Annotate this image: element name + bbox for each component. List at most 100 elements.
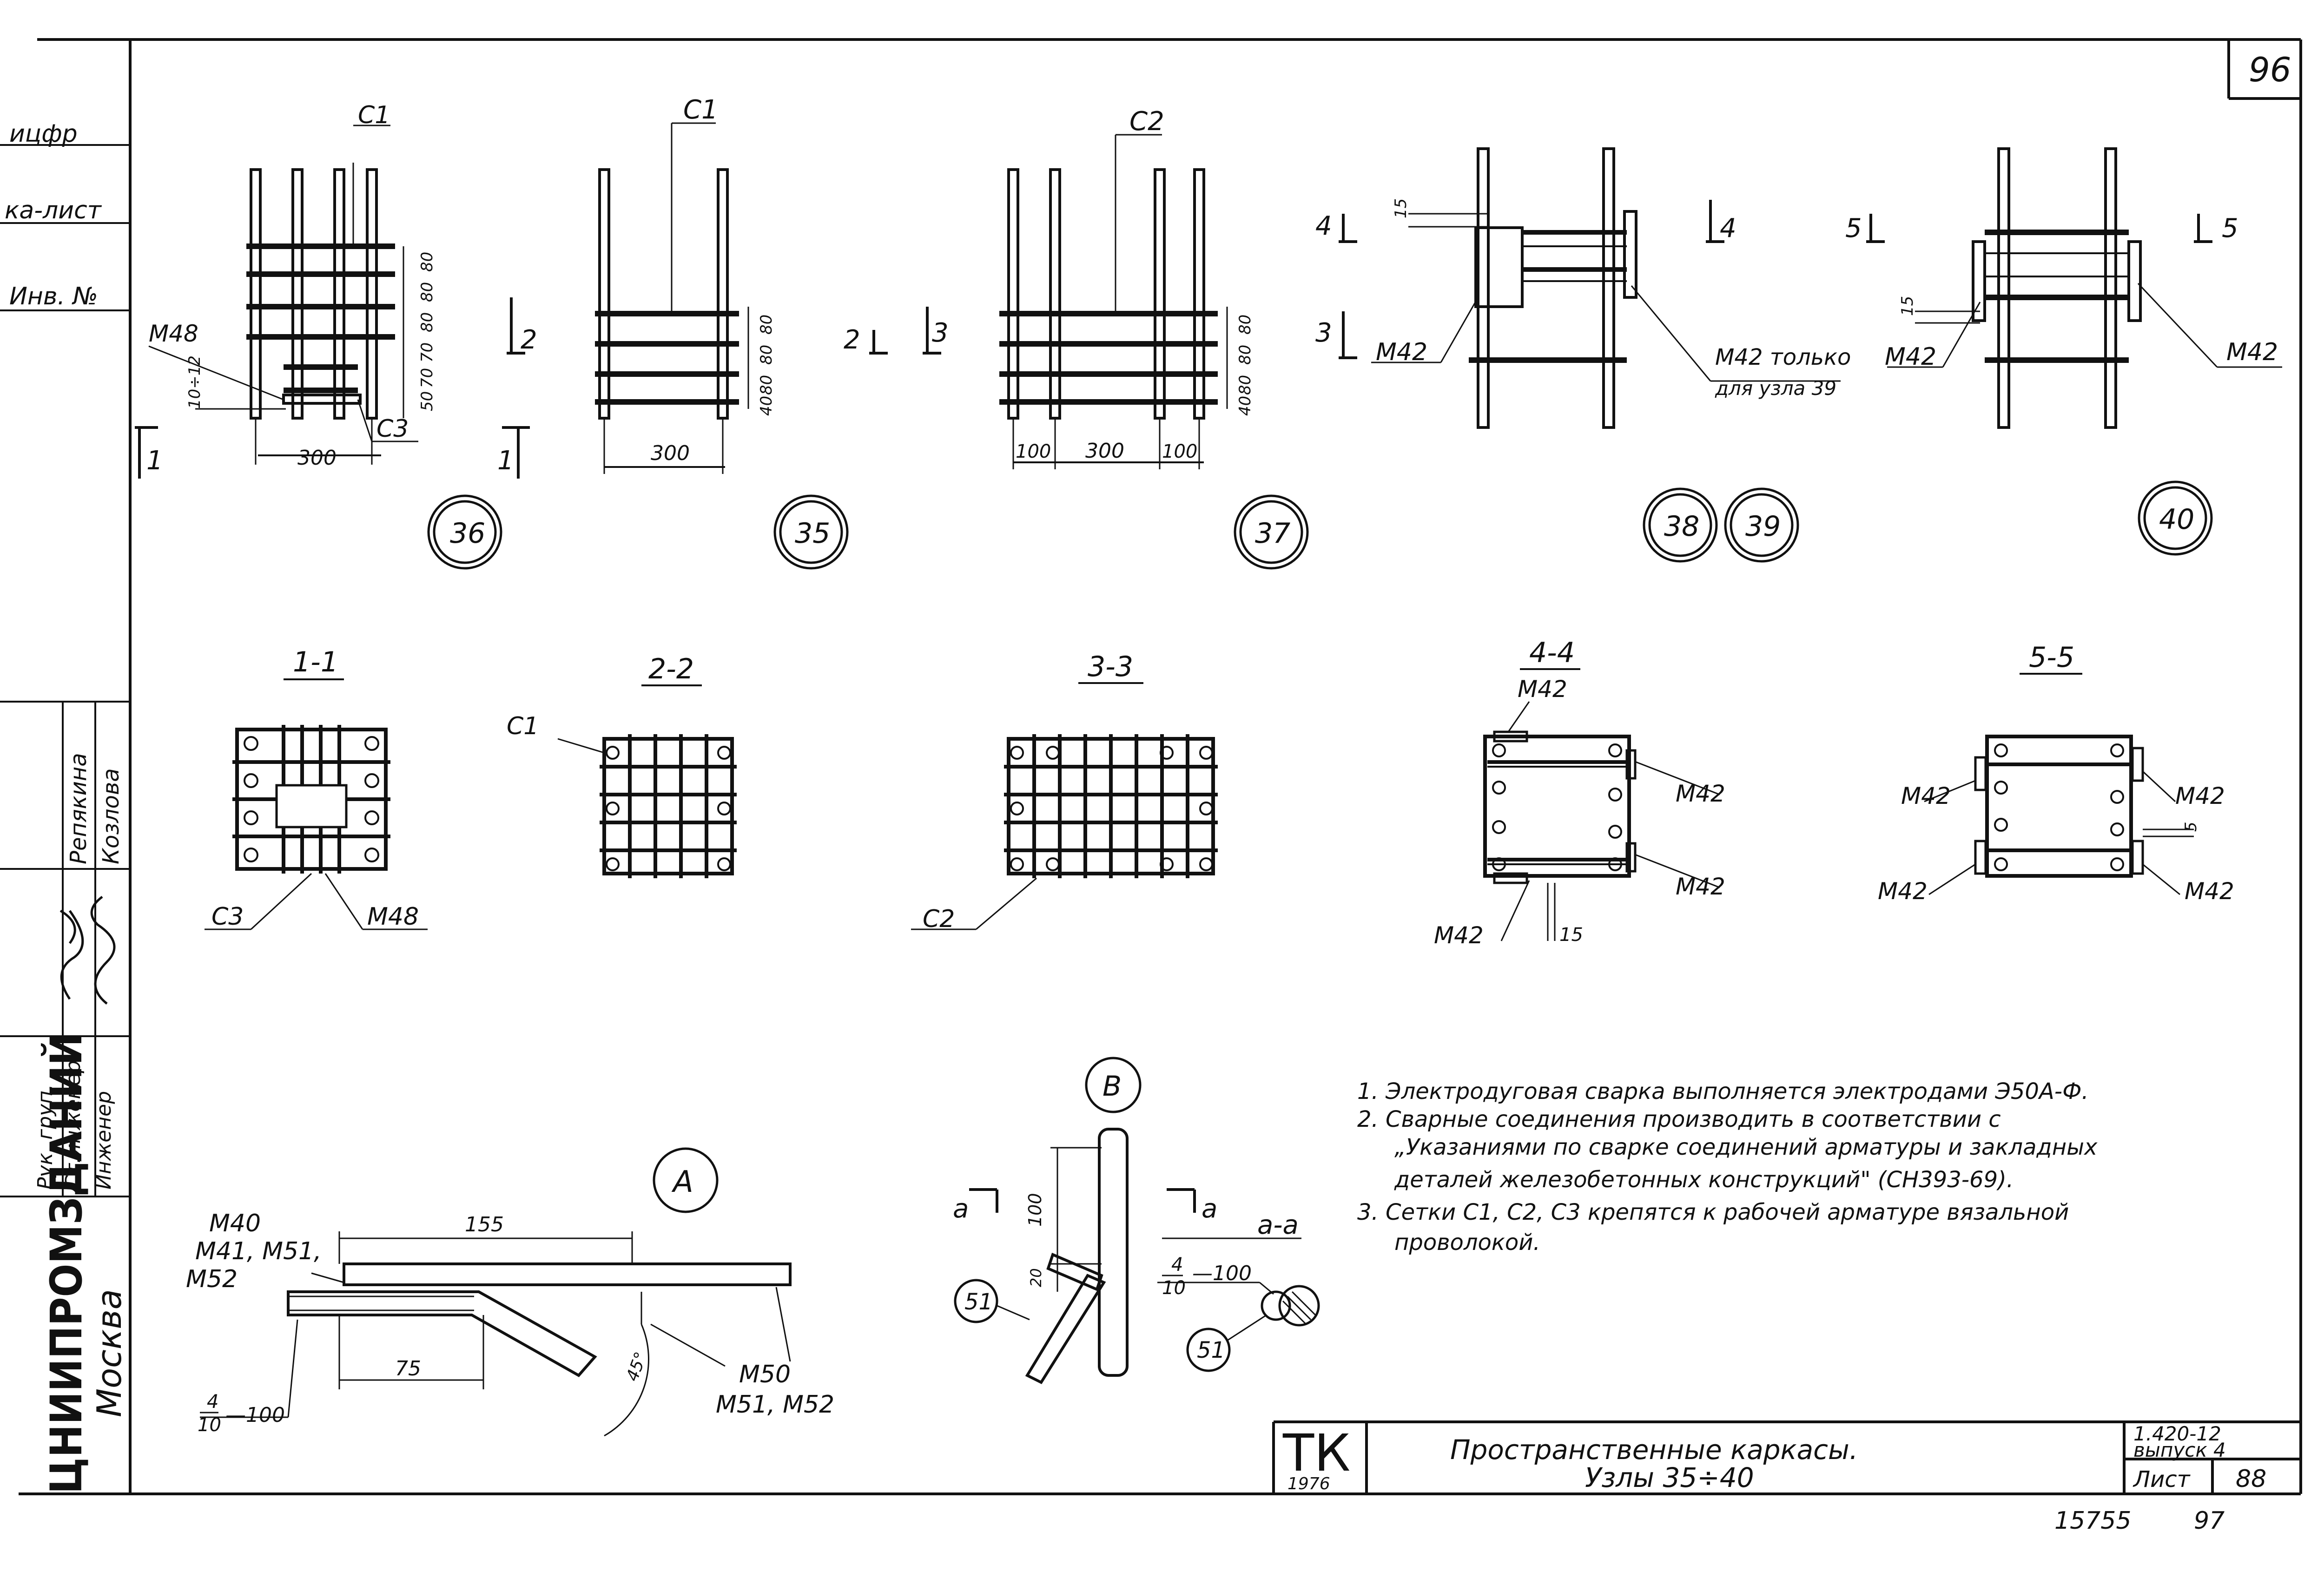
n37-dim-4: 40 <box>1236 396 1254 416</box>
n36-m48: М48 <box>149 320 198 347</box>
note-line-4: деталей железобетонных конструкций" (СН3… <box>1394 1167 2014 1193</box>
n35-c1: С1 <box>683 95 718 125</box>
detail-a-m50: М50 <box>739 1361 791 1388</box>
detail-b-ref-2: 51 <box>1197 1337 1225 1363</box>
cut-1-left: 1 <box>146 446 163 476</box>
signatures <box>59 896 116 1005</box>
n37-dim-1: 80 <box>1236 315 1254 335</box>
n36-dim-1: 80 <box>418 252 436 272</box>
n36-dim-6: 50 <box>418 391 436 411</box>
title-sheet-label: Лист <box>2133 1466 2191 1492</box>
section-4-4 <box>1483 701 1720 941</box>
n35-dim-1: 80 <box>757 315 776 335</box>
title-series: ТК <box>1282 1423 1350 1483</box>
n35-dim-3: 80 <box>757 375 776 395</box>
n36-dim-4: 70 <box>418 342 436 362</box>
node-38-39-circles <box>1643 487 1799 563</box>
node-35-circle <box>773 494 849 570</box>
role-1: Рук. груп. <box>33 1084 57 1190</box>
s55-m42-2: М42 <box>2175 782 2225 809</box>
title-code: 1.420-12 <box>2133 1422 2221 1445</box>
cut-3-right: 3 <box>1315 318 1332 348</box>
n36-dim-2: 80 <box>418 282 436 302</box>
detail-a-dim-155: 155 <box>465 1213 504 1236</box>
detail-b-circle-text: В <box>1103 1070 1122 1103</box>
n36-dim-5: 70 <box>418 368 436 388</box>
detail-b-section-title: а-а <box>1257 1210 1299 1240</box>
node-37-circle <box>1234 494 1309 570</box>
s33-c2: С2 <box>923 905 955 933</box>
n36-dim-3: 80 <box>418 312 436 332</box>
detail-b-dim-20: 20 <box>1027 1268 1045 1287</box>
n40-m42-right: М42 <box>2226 338 2278 366</box>
title-block <box>1272 1420 2301 1494</box>
n40-circle-text: 40 <box>2159 503 2194 536</box>
section-1-1 <box>205 725 428 930</box>
org-city: Москва <box>90 1289 129 1417</box>
cut-4-left: 4 <box>1315 211 1332 241</box>
notes: 1. Электродуговая сварка выполняется эле… <box>1357 1078 2098 1256</box>
n38-m42: М42 <box>1376 338 1427 366</box>
n37-c2: С2 <box>1129 106 1164 137</box>
section-1-1-title: 1-1 <box>293 646 338 678</box>
n37-dim-100b: 100 <box>1162 441 1197 462</box>
s44-m42-right1: М42 <box>1676 780 1725 807</box>
detail-a-m41: М41, М51, <box>195 1237 322 1265</box>
section-3-3 <box>911 734 1218 930</box>
note-line-5: 3. Сетки С1, С2, С3 крепятся к рабочей а… <box>1357 1199 2069 1225</box>
detail-a-m40: М40 <box>209 1210 261 1237</box>
section-2-2-title: 2-2 <box>648 653 694 685</box>
cut-2-right: 2 <box>844 325 860 355</box>
cut-4-right: 4 <box>1720 213 1736 243</box>
org-name: ЦНИИПРОМЗДАНИЙ <box>40 1032 92 1494</box>
node-38-elevation <box>1339 147 1841 429</box>
n36-c3: С3 <box>376 415 409 443</box>
n40-m42-left: М42 <box>1885 343 1936 371</box>
n37-circle-text: 37 <box>1255 517 1290 550</box>
s55-m42-4: М42 <box>2185 878 2234 905</box>
n37-dim-300: 300 <box>1085 439 1124 463</box>
detail-a-weld-len: —100 <box>225 1403 285 1427</box>
n38-m42-only: М42 только <box>1715 344 1851 370</box>
detail-b-ref-1: 51 <box>964 1289 993 1315</box>
n36-c1: С1 <box>358 101 390 129</box>
n37-dim-2: 80 <box>1236 345 1254 365</box>
cut-3-left: 3 <box>932 318 949 348</box>
node-37-elevation <box>869 134 1228 469</box>
footer-page: 97 <box>2194 1507 2225 1535</box>
cut-1-right: 1 <box>497 446 514 476</box>
title-issue: выпуск 4 <box>2133 1439 2226 1461</box>
strip-label-1: ицфр <box>9 120 78 148</box>
node-35-elevation <box>502 122 749 479</box>
s44-dim-15: 15 <box>1559 924 1583 946</box>
title-sheet-num: 88 <box>2236 1465 2266 1493</box>
strip-label-2: ка-лист <box>5 197 102 224</box>
section-5-5 <box>1924 735 2194 895</box>
detail-b-cut-left: а <box>953 1194 969 1224</box>
s55-m42-1: М42 <box>1901 782 1951 809</box>
node-36-elevation <box>135 125 418 479</box>
detail-a-weld-den: 10 <box>198 1414 221 1436</box>
s44-m42-bottom: М42 <box>1434 922 1484 949</box>
strip-label-3: Инв. № <box>9 283 98 310</box>
detail-b <box>954 1057 1320 1384</box>
n36-dim-300: 300 <box>297 446 337 470</box>
name-2: Козлова <box>98 768 124 864</box>
n38-dim-15: 15 <box>1392 198 1410 218</box>
s22-c1: С1 <box>507 712 539 740</box>
n36-circle-text: 36 <box>450 517 485 550</box>
detail-b-weld-den: 10 <box>1162 1277 1186 1299</box>
node-36-circle <box>427 494 502 570</box>
note-line-3: „Указаниями по сварке соединений арматур… <box>1394 1134 2098 1160</box>
cut-5-left: 5 <box>1845 213 1862 243</box>
s11-m48: М48 <box>367 903 419 931</box>
n40-dim-15: 15 <box>1898 296 1917 316</box>
n35-circle-text: 35 <box>795 517 830 550</box>
detail-a <box>200 1147 792 1437</box>
section-4-4-title: 4-4 <box>1529 637 1575 669</box>
role-2: Ст.инженер <box>61 1060 85 1190</box>
s11-c3: С3 <box>211 903 244 931</box>
n35-dim-300: 300 <box>651 441 690 465</box>
n35-dim-2: 80 <box>757 345 776 365</box>
title-year: 1976 <box>1287 1474 1330 1493</box>
